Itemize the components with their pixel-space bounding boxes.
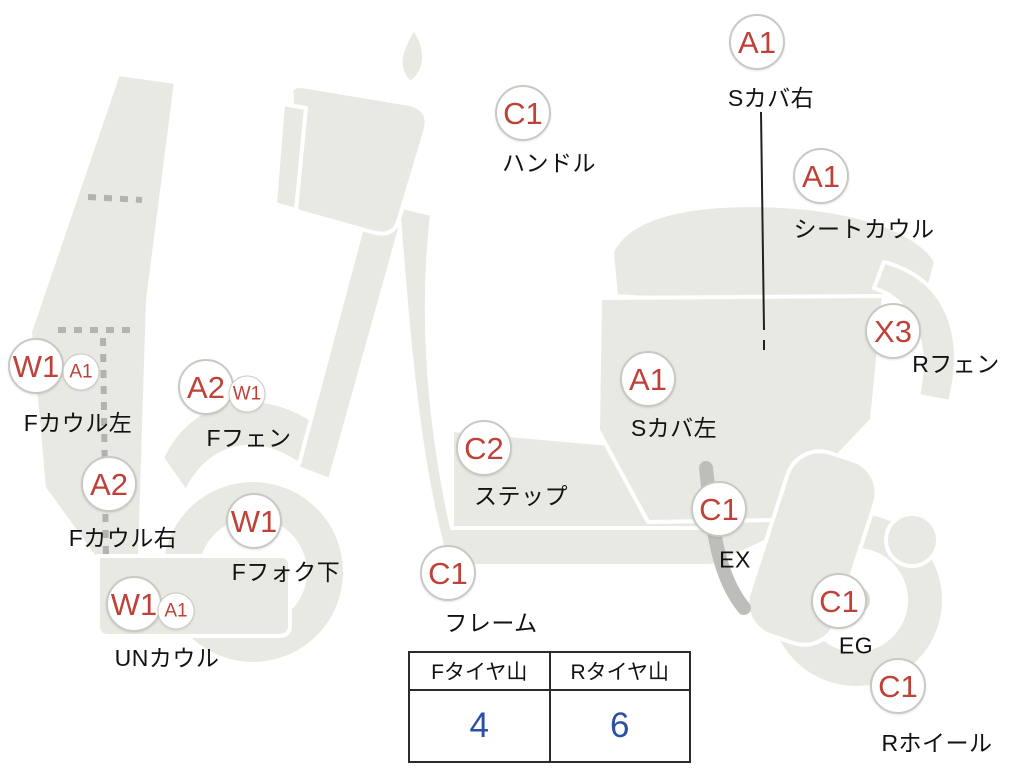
marker-badge-f-cowl-right: A2: [81, 456, 137, 512]
marker-badge-f-fork-lower: W1: [226, 493, 282, 549]
marker-label-s-cover-left: Sカバ左: [630, 415, 718, 441]
marker-badge-exhaust: C1: [691, 481, 747, 537]
mirror-shape: [398, 26, 427, 85]
r-tire-header: Rタイヤ山: [548, 651, 691, 691]
marker-badge-secondary-f-cowl-left: A1: [62, 353, 100, 391]
marker-label-s-cover-right: Sカバ右: [727, 85, 815, 111]
marker-label-handlebar: ハンドル: [502, 150, 596, 176]
marker-badge-under-cowl: W1: [106, 576, 162, 632]
front-fork-shape: [296, 188, 410, 482]
marker-badge-r-wheel: C1: [870, 658, 926, 714]
marker-badge-r-fender: X3: [865, 303, 921, 359]
marker-label-exhaust: EX: [719, 546, 751, 573]
marker-badge-f-cowl-left: W1: [8, 338, 64, 394]
marker-badge-frame: C1: [420, 545, 476, 601]
marker-badge-engine: C1: [811, 573, 867, 629]
marker-badge-s-cover-right: A1: [729, 14, 785, 70]
marker-label-r-wheel: Rホイール: [881, 730, 993, 756]
marker-badge-secondary-under-cowl: A1: [157, 592, 195, 630]
marker-badge-s-cover-left: A1: [620, 351, 676, 407]
marker-badge-seat-cowl: A1: [793, 148, 849, 204]
marker-label-r-fender: Rフェン: [912, 351, 1000, 377]
r-tire-value: 6: [548, 689, 691, 763]
marker-label-under-cowl: UNカウル: [114, 645, 220, 671]
tire-tread-table: Fタイヤ山 Rタイヤ山 4 6: [408, 651, 691, 763]
marker-badge-step: C2: [456, 420, 512, 476]
marker-badge-f-fender: A2: [178, 359, 234, 415]
marker-label-f-fork-lower: Fフォク下: [231, 559, 341, 585]
f-tire-value: 4: [408, 689, 551, 763]
leader-line: [760, 111, 765, 350]
marker-label-f-cowl-left: Fカウル左: [23, 410, 133, 436]
marker-badge-secondary-f-fender: W1: [228, 375, 266, 413]
marker-label-step: ステップ: [474, 483, 568, 509]
marker-label-seat-cowl: シートカウル: [793, 216, 935, 242]
marker-label-frame: フレーム: [444, 610, 538, 636]
marker-label-f-cowl-right: Fカウル右: [68, 525, 178, 551]
marker-badge-handlebar: C1: [495, 85, 551, 141]
marker-label-f-fender: Fフェン: [206, 425, 292, 451]
cowl-seam-lines: [58, 194, 143, 561]
marker-label-engine: EG: [838, 632, 874, 659]
f-tire-header: Fタイヤ山: [408, 651, 551, 691]
